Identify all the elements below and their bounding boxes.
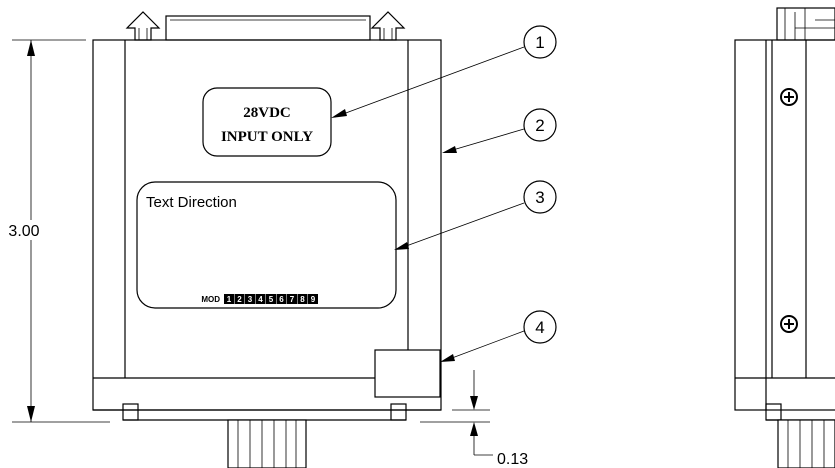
mod-label: MOD [201, 295, 220, 304]
mod-digit-box [245, 294, 255, 304]
bottom-connector [227, 419, 307, 468]
offset-dimension-text: 0.13 [497, 451, 528, 468]
height-dimension: 3.00 [4, 39, 110, 423]
mod-digit-box [287, 294, 297, 304]
screw-top-icon [780, 88, 798, 106]
mod-digit-box [276, 294, 287, 304]
label-line-1: 28VDC [243, 105, 291, 121]
label-line-2: INPUT ONLY [221, 129, 313, 145]
left-latch-icon [125, 11, 161, 41]
callout-3: 3 [394, 180, 557, 250]
input-label-plate: 28VDC INPUT ONLY [202, 87, 332, 157]
connector-box [374, 349, 441, 398]
mod-digit: 3 [248, 295, 253, 304]
callout-2: 2 [442, 108, 557, 153]
mod-digit: 2 [237, 295, 242, 304]
right-latch-icon [370, 11, 406, 41]
mod-digit: 7 [290, 295, 295, 304]
side-latch-icon [776, 7, 835, 41]
module-body [92, 39, 442, 421]
callout-3-number: 3 [535, 188, 544, 207]
mod-digit-box [224, 294, 234, 304]
top-connector [165, 15, 371, 41]
mod-digit-box [234, 294, 245, 304]
offset-dimension: 0.13 [420, 370, 528, 468]
mod-digit: 5 [269, 295, 274, 304]
screw-bottom-icon [780, 315, 798, 333]
mod-digit-box [308, 294, 318, 304]
mod-digit: 8 [300, 295, 305, 304]
mod-digit: 9 [311, 295, 316, 304]
height-dimension-text: 3.00 [8, 223, 39, 240]
side-view [734, 7, 835, 468]
mod-digit-box [266, 294, 276, 304]
mod-digit: 1 [227, 295, 232, 304]
callout-2-number: 2 [535, 116, 544, 135]
callout-4: 4 [440, 310, 557, 362]
display-text: Text Direction [146, 194, 237, 211]
callout-1: 1 [331, 25, 557, 118]
callout-4-number: 4 [535, 318, 544, 337]
mod-digit-box [255, 294, 266, 304]
mod-digit: 4 [258, 295, 263, 304]
callout-1-number: 1 [535, 33, 544, 52]
mod-digit-box [297, 294, 308, 304]
mod-digit: 6 [279, 295, 284, 304]
